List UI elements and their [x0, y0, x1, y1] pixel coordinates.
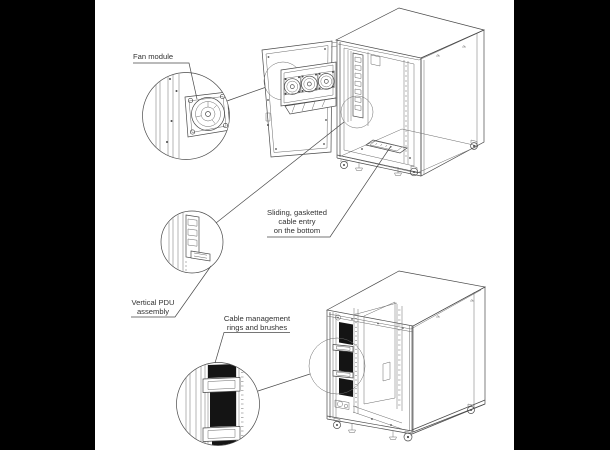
fan-3 [317, 70, 335, 91]
rack-rail-right [403, 60, 409, 164]
sliding-cable-entry-label-line2: cable entry [278, 217, 315, 226]
bottom-cabinet-figure [308, 270, 487, 442]
diagram-labels: Fan module Vertical PDU assembly Sliding… [131, 52, 327, 332]
pdu-source-circle [340, 95, 374, 129]
pdu-callout-circle [160, 210, 224, 274]
pdu-circle-leader [215, 121, 345, 224]
cable-entry-floor [340, 128, 479, 174]
bottom-cabinet-casters [333, 403, 475, 442]
pillarbox-left [0, 0, 95, 450]
cable-management-label-line1: Cable management [224, 314, 291, 323]
door-fan-tray [280, 61, 337, 115]
top-cabinet-door [261, 40, 338, 158]
ring-detail-upper [202, 377, 241, 393]
fan-1 [283, 75, 301, 96]
cable-entry-label-leader [267, 145, 392, 238]
fan-circle-leader [226, 87, 266, 102]
cable-management-label-line2: rings and brushes [227, 323, 288, 332]
ring-detail-lower [202, 426, 241, 442]
bottom-cabinet-interior [352, 301, 403, 430]
top-cabinet-casters [340, 139, 478, 177]
sliding-cable-entry-label-line1: Sliding, gasketted [267, 208, 327, 217]
fan-callout-circle [142, 72, 230, 160]
vertical-pdu-label-line2: assembly [137, 307, 169, 316]
rings-circle-leader [257, 373, 311, 392]
fan-label-leader [133, 62, 198, 100]
top-cabinet-figure [261, 7, 486, 177]
fan-2 [300, 73, 318, 93]
sliding-cable-entry-label-line3: on the bottom [274, 226, 320, 235]
vertical-pdu-label-line1: Vertical PDU [131, 298, 174, 307]
pillarbox-right [514, 0, 610, 450]
leader-lines [131, 62, 392, 392]
rings-callout-circle [176, 362, 260, 446]
fan-module-label: Fan module [133, 52, 173, 61]
pdu-label-leader [131, 265, 212, 318]
rings-label-leader [214, 332, 290, 364]
fan-module-detail [184, 91, 230, 138]
vertical-pdu-strip [347, 50, 381, 126]
rings-source-circle [308, 337, 366, 395]
